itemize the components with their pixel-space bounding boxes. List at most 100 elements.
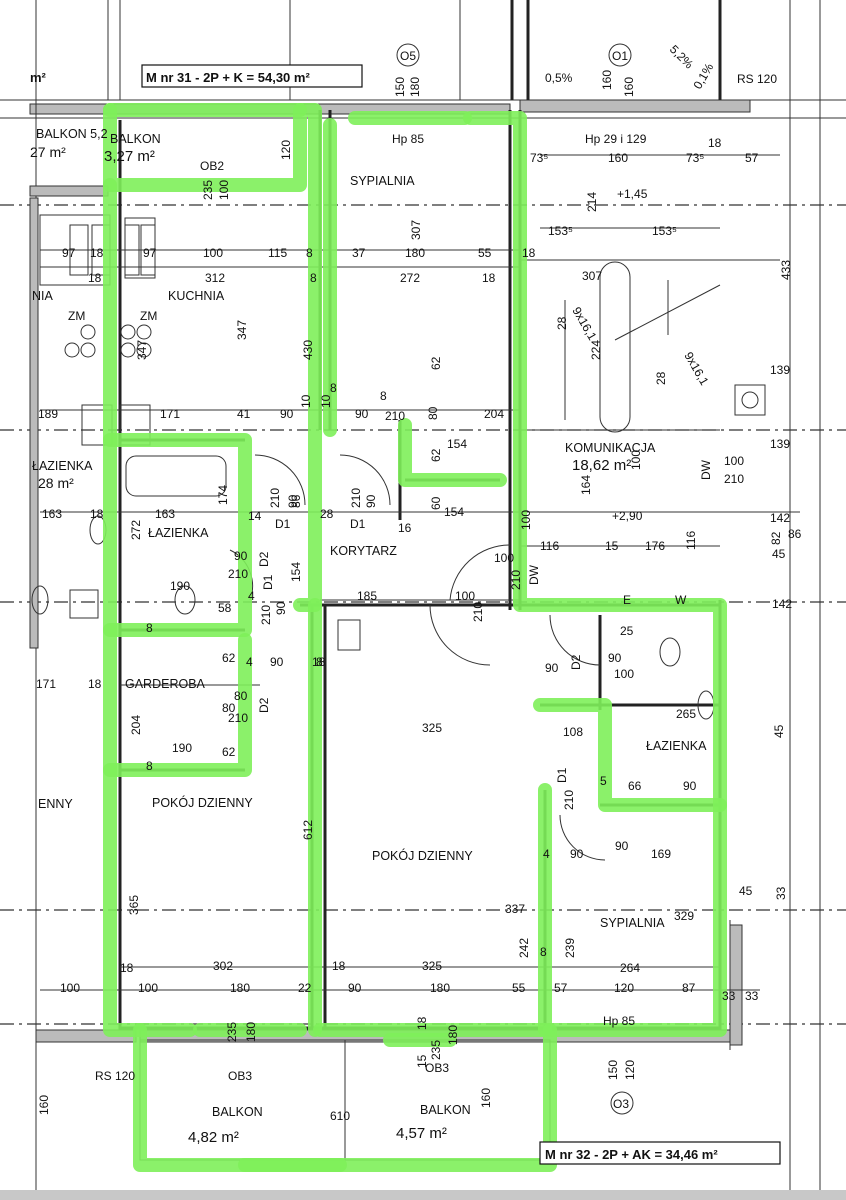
code-label: D1 xyxy=(275,517,291,531)
dimension-label: 204 xyxy=(129,715,143,735)
dimension-label: 55 xyxy=(478,246,492,260)
dimension-label: 8 xyxy=(310,271,317,285)
dimension-label: 73⁵ xyxy=(686,151,704,165)
dimension-label: 62 xyxy=(222,651,236,665)
dimension-label: 347 xyxy=(235,320,249,340)
dimension-label: 120 xyxy=(614,981,634,995)
dimension-label: 90 xyxy=(280,407,294,421)
dimension-label: 66 xyxy=(628,779,642,793)
dimension-label: 210 xyxy=(385,409,405,423)
dimension-label: 90 xyxy=(615,839,629,853)
dimension-label: 433 xyxy=(779,260,793,280)
dimension-label: 80 xyxy=(426,406,440,420)
dimension-label: 180 xyxy=(446,1025,460,1045)
highlight-flat-outline xyxy=(103,103,727,1172)
dimension-label: 0,1% xyxy=(690,61,716,92)
room-balkon-top-name: BALKON xyxy=(110,132,161,146)
dimension-label: 45 xyxy=(739,884,753,898)
dimension-label: 41 xyxy=(237,407,251,421)
dimension-label: 5 xyxy=(600,774,607,788)
dimension-label: 4 xyxy=(543,847,550,861)
dimension-label: 37 xyxy=(352,246,366,260)
dimension-label: 347 xyxy=(135,340,149,360)
dimension-label: 90 xyxy=(270,655,284,669)
dimension-label: 265 xyxy=(676,707,696,721)
dimension-label: 18 xyxy=(415,1016,429,1030)
dimension-label: 180 xyxy=(405,246,425,260)
code-label: Hp 29 i 129 xyxy=(585,132,647,146)
dimension-label: 160 xyxy=(608,151,628,165)
dimension-label: 239 xyxy=(563,938,577,958)
dimension-label: 235 xyxy=(201,180,215,200)
dimension-label: 10 xyxy=(299,394,313,408)
dimension-label: 4 xyxy=(246,655,253,669)
flat-32-title: M nr 32 - 2P + AK = 34,46 m² xyxy=(545,1147,718,1162)
dimension-label: 22 xyxy=(298,981,312,995)
dimension-label: 90 xyxy=(234,549,248,563)
dimension-label: 28 xyxy=(320,507,334,521)
dimension-label: 62 xyxy=(429,448,443,462)
room-komunikacja-name: KOMUNIKACJA xyxy=(565,441,656,455)
dimension-label: 16 xyxy=(398,521,412,535)
dimension-label: 45 xyxy=(772,724,786,738)
code-label: ZM xyxy=(68,309,85,323)
dimension-label: 62 xyxy=(429,356,443,370)
dimension-label: 8 xyxy=(146,759,153,773)
dimension-label: 210 xyxy=(259,605,273,625)
room-komunikacja-area: 18,62 m² xyxy=(572,457,631,474)
dimension-label: 100 xyxy=(614,667,634,681)
room-lazienka-left-name: ŁAZIENKA xyxy=(32,459,93,473)
code-label: OB3 xyxy=(228,1069,252,1083)
dimension-label: 142 xyxy=(772,597,792,611)
dimension-label: 325 xyxy=(422,721,442,735)
code-label: DW xyxy=(527,564,541,585)
axis-markers: O5 O1 O3 xyxy=(396,43,634,1115)
code-label: E xyxy=(623,593,631,607)
dimension-label: 15 xyxy=(415,1054,429,1068)
dimension-label: 116 xyxy=(684,531,698,550)
dimension-label: 154 xyxy=(447,437,467,451)
dimension-label: 8 xyxy=(146,621,153,635)
dimension-label: 337 xyxy=(505,902,525,916)
code-label: D1 xyxy=(555,767,569,783)
room-balkon-bottom-1-name: BALKON xyxy=(212,1105,263,1119)
dimension-label: 86 xyxy=(289,494,303,508)
dimension-label: 57 xyxy=(745,151,759,165)
room-balkon-left-area: 27 m² xyxy=(30,144,66,160)
dimension-label: 180 xyxy=(430,981,450,995)
dimension-label: 307 xyxy=(409,220,423,240)
dimension-label: 33 xyxy=(774,886,788,900)
dimension-label: 116 xyxy=(540,539,559,553)
code-label: D2 xyxy=(257,551,271,567)
dimension-label: 169 xyxy=(651,847,671,861)
dimension-label: 160 xyxy=(600,70,614,90)
dimension-label: 45 xyxy=(772,547,786,561)
axis-o5 xyxy=(396,43,420,67)
dimension-label: 210 xyxy=(724,472,744,486)
room-pokoj-dzienny-left-name: ENNY xyxy=(38,797,73,811)
dimension-label: 55 xyxy=(512,981,526,995)
dimension-label: 62 xyxy=(222,745,236,759)
dimension-label: 142 xyxy=(770,511,790,525)
dimension-label: 90 xyxy=(683,779,697,793)
dimension-label: 612 xyxy=(301,820,315,840)
room-lazienka-right-name: ŁAZIENKA xyxy=(646,739,707,753)
dimension-label: 18 xyxy=(88,677,102,691)
dimension-label: 73⁵ xyxy=(530,151,548,165)
dimension-label: 164 xyxy=(579,475,593,495)
dimension-label: 214 xyxy=(585,192,599,212)
dimension-label: 86 xyxy=(788,527,802,541)
dimension-label: 82 xyxy=(769,531,783,545)
dimension-label: 97 xyxy=(62,246,76,260)
code-label: Hp 85 xyxy=(392,132,424,146)
dimension-label: 18 xyxy=(88,271,102,285)
room-garderoba-name: GARDEROBA xyxy=(125,677,206,691)
dimension-label: 174 xyxy=(216,485,230,505)
room-pokoj-dzienny-1-name: POKÓJ DZIENNY xyxy=(152,795,253,810)
dimension-label: 80 xyxy=(234,689,248,703)
dimension-label: 180 xyxy=(408,77,422,97)
code-label: +2,90 xyxy=(612,509,643,523)
